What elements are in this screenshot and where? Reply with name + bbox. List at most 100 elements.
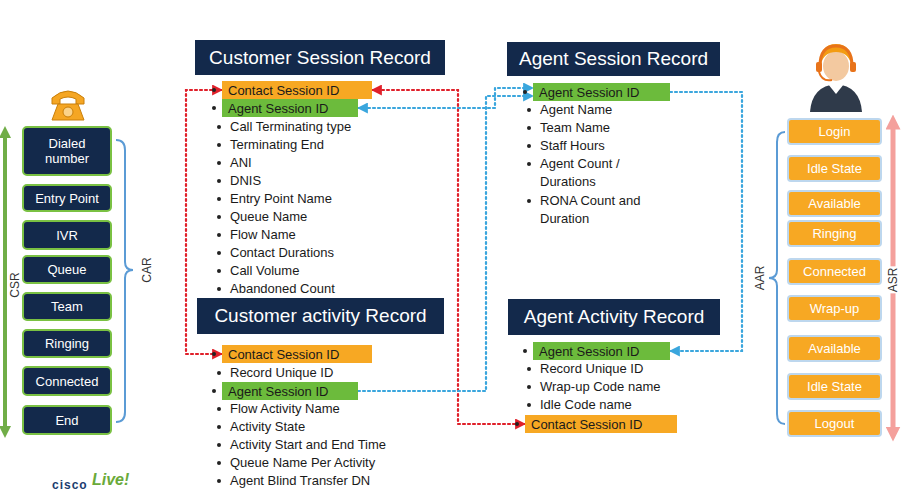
stage-box: Queue xyxy=(22,255,112,284)
node-text: Customer Session Record xyxy=(209,47,431,69)
node-text: Entry Point xyxy=(35,191,99,206)
bullet xyxy=(523,90,527,94)
node-text: Agent Session ID xyxy=(228,384,328,399)
agent-id-highlight: Agent Session ID xyxy=(222,382,358,400)
dotted-connector xyxy=(358,88,533,108)
aar-bracket xyxy=(769,132,785,424)
list-item: RONA Count and Duration xyxy=(540,192,652,228)
bullet xyxy=(212,389,216,393)
node-text: IVR xyxy=(56,228,78,243)
agent-state-box: Connected xyxy=(787,258,882,285)
list-item: Activity State xyxy=(230,418,305,436)
node-text: Connected xyxy=(803,264,866,279)
logo-text: cisco xyxy=(52,476,88,492)
node-text: Team xyxy=(51,299,83,314)
list-item: ANI xyxy=(230,154,252,172)
node-text: Agent Activity Record xyxy=(524,306,705,328)
node-text: Login xyxy=(819,124,851,139)
agent-id-highlight: Agent Session ID xyxy=(533,83,670,101)
stage-box: IVR xyxy=(22,220,112,250)
agent-state-box: Available xyxy=(787,335,882,362)
node-text: Available xyxy=(808,341,861,356)
contact-id-highlight: Contact Session ID xyxy=(222,345,372,363)
node-text: End xyxy=(55,413,78,428)
axis-label: ASR xyxy=(887,267,900,294)
contact-id-highlight: Contact Session ID xyxy=(525,415,677,433)
list-item: Entry Point Name xyxy=(230,190,332,208)
list-item: Flow Activity Name xyxy=(230,400,340,418)
bracket-label: CAR xyxy=(141,256,154,283)
bullet xyxy=(212,106,216,110)
dotted-connector xyxy=(372,90,525,424)
list-item: Agent Count / Durations xyxy=(540,155,652,191)
stage-box: Ringing xyxy=(22,329,112,358)
list-item: Flow Name xyxy=(230,226,296,244)
node-text: Ringing xyxy=(45,336,89,351)
node-text: Contact Session ID xyxy=(228,347,339,362)
list-item: Terminating End xyxy=(230,136,324,154)
list-item: Wrap-up Code name xyxy=(540,378,660,396)
node-text: Available xyxy=(808,196,861,211)
node-text: Contact Session ID xyxy=(531,417,642,432)
car-bracket xyxy=(116,140,133,422)
dotted-connector xyxy=(358,96,533,391)
list-item: DNIS xyxy=(230,172,261,190)
bullet xyxy=(515,422,519,426)
list-item: Record Unique ID xyxy=(540,360,643,378)
node-text: Agent Session ID xyxy=(539,85,639,100)
list-item: Agent Blind Transfer DN xyxy=(230,472,370,490)
list-item: Call Volume xyxy=(230,262,299,280)
list-item: Agent Name xyxy=(540,101,612,119)
list-item: Team Name xyxy=(540,119,610,137)
stage-box: Dialed number xyxy=(22,126,112,176)
agent-state-box: Logout xyxy=(787,410,882,437)
list-item: Activity Start and End Time xyxy=(230,436,386,454)
agent-state-box: Idle State xyxy=(787,155,882,182)
node-text: Wrap-up xyxy=(810,301,860,316)
logo-text: Live! xyxy=(92,471,129,489)
bullet xyxy=(523,349,527,353)
stage-box: Entry Point xyxy=(22,184,112,212)
node-text: Contact Session ID xyxy=(228,83,339,98)
contact-id-highlight: Contact Session ID xyxy=(222,81,372,99)
node-text: Idle State xyxy=(807,379,862,394)
record-title: Agent Session Record xyxy=(507,42,720,76)
list-item: Queue Name xyxy=(230,208,307,226)
agent-state-box: Wrap-up xyxy=(787,295,882,322)
list-item: Abandoned Count xyxy=(230,280,335,298)
agent-id-highlight: Agent Session ID xyxy=(533,342,670,360)
bullet xyxy=(212,352,216,356)
agent-icon xyxy=(810,44,862,112)
list-item: Staff Hours xyxy=(540,137,605,155)
csr-arrow xyxy=(3,132,7,432)
bracket-label: AAR xyxy=(754,265,767,292)
node-text: Customer activity Record xyxy=(214,305,426,327)
agent-state-box: Login xyxy=(787,118,882,145)
stage-box: End xyxy=(22,405,112,435)
agent-state-box: Ringing xyxy=(787,220,882,247)
agent-id-highlight: Agent Session ID xyxy=(222,99,358,117)
list-item: Queue Name Per Activity xyxy=(230,454,375,472)
bullet xyxy=(212,88,216,92)
agent-state-box: Idle State xyxy=(787,373,882,400)
stage-box: Connected xyxy=(22,366,112,396)
record-title: Customer Session Record xyxy=(195,40,445,75)
list-item: Contact Durations xyxy=(230,244,334,262)
node-text: Agent Session Record xyxy=(519,48,708,70)
list-item: Call Terminating type xyxy=(230,118,351,136)
stage-box: Team xyxy=(22,292,112,321)
record-title: Customer activity Record xyxy=(197,298,444,334)
list-item: Idle Code name xyxy=(540,396,632,414)
node-text: Connected xyxy=(36,374,99,389)
node-text: Queue xyxy=(47,262,86,277)
node-text: Idle State xyxy=(807,161,862,176)
agent-state-box: Available xyxy=(787,190,882,217)
phone-icon xyxy=(52,91,84,120)
node-text: Agent Session ID xyxy=(539,344,639,359)
list-item: Record Unique ID xyxy=(230,364,333,382)
node-text: Ringing xyxy=(812,226,856,241)
record-title: Agent Activity Record xyxy=(508,299,720,335)
axis-label: CSR xyxy=(9,271,22,298)
